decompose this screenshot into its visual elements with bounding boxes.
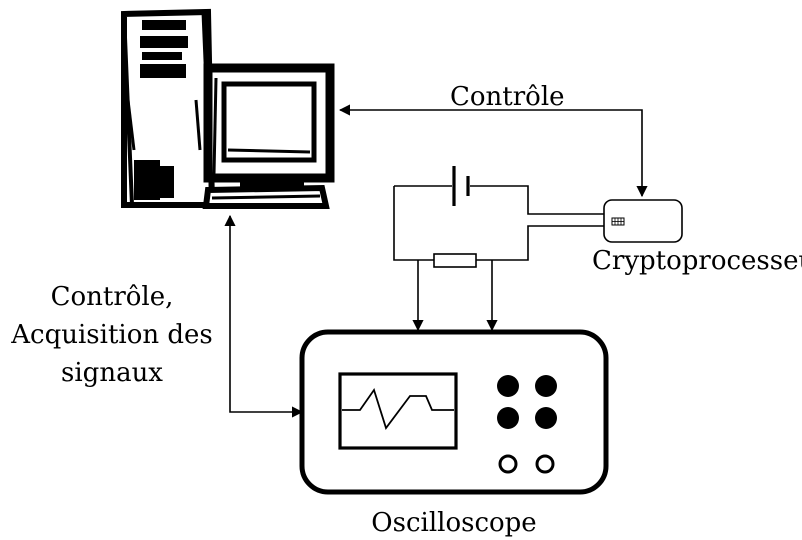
acquisition-link-left bbox=[224, 214, 304, 418]
oscilloscope-icon bbox=[299, 329, 609, 495]
oscilloscope-ports bbox=[498, 454, 555, 474]
cryptoprocessor-label: Cryptoprocesseur bbox=[592, 246, 802, 276]
left-label-line2: Acquisition des bbox=[11, 320, 213, 350]
resistor-icon bbox=[433, 253, 477, 268]
crypto-chip-card-icon bbox=[603, 199, 683, 243]
left-label-line1: Contrôle, bbox=[50, 282, 174, 312]
computer-monitor bbox=[202, 63, 335, 209]
top-control-label: Contrôle bbox=[450, 82, 565, 112]
power-circuit bbox=[393, 185, 604, 332]
computer-icon bbox=[121, 8, 335, 209]
left-label-line3: signaux bbox=[61, 358, 163, 388]
oscilloscope-screen bbox=[338, 372, 458, 450]
oscilloscope-label: Oscilloscope bbox=[371, 508, 537, 538]
oscilloscope-knobs bbox=[497, 375, 557, 429]
computer-tower bbox=[121, 8, 216, 208]
control-link-top bbox=[338, 104, 648, 198]
battery-icon bbox=[452, 166, 470, 206]
